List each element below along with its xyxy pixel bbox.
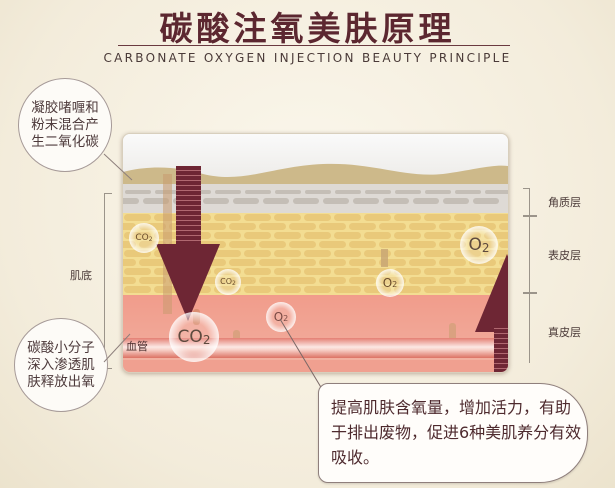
arrow-up-icon <box>475 254 508 372</box>
page-title: 碳酸注氧美肤原理 <box>159 9 456 48</box>
bracket-tick <box>523 188 530 189</box>
skin-base-bracket <box>104 193 105 369</box>
page-subtitle: CARBONATE OXYGEN INJECTION BEAUTY PRINCI… <box>103 51 512 65</box>
callout-gel-mix-text: 凝胶啫喱和粉末混合产生二氧化碳 <box>31 99 99 150</box>
benefit-note: 提高肌肤含氧量，增加活力，有助于排出废物，促进6种美肌养分有效吸收。 <box>318 383 588 483</box>
blood-vessel-label: 血管 <box>126 340 148 353</box>
blood-vessel-lower <box>123 360 508 372</box>
title-divider <box>118 45 510 46</box>
note-connector <box>279 318 323 390</box>
callout-connector <box>103 333 131 363</box>
layer-label-epidermis: 表皮层 <box>548 249 581 262</box>
blood-vessel <box>123 338 508 358</box>
bracket-tick <box>104 368 112 369</box>
callout-carbonate-text: 碳酸小分子深入渗透肌肤释放出氧 <box>27 339 95 390</box>
callout-carbonate-penetration: 碳酸小分子深入渗透肌肤释放出氧 <box>14 318 108 412</box>
bracket-tick <box>523 215 537 217</box>
benefit-note-text: 提高肌肤含氧量，增加活力，有助于排出废物，促进6种美肌养分有效吸收。 <box>331 398 582 467</box>
layer-label-dermis: 真皮层 <box>548 326 581 339</box>
layer-label-stratum-corneum: 角质层 <box>548 196 581 209</box>
skin-base-label: 肌底 <box>70 269 92 282</box>
bracket-tick <box>523 292 537 294</box>
callout-connector <box>103 153 133 181</box>
arrow-down-icon <box>156 166 220 321</box>
bracket-tick <box>104 193 112 194</box>
callout-gel-mix: 凝胶啫喱和粉末混合产生二氧化碳 <box>18 78 112 172</box>
layer-bracket <box>529 188 530 363</box>
